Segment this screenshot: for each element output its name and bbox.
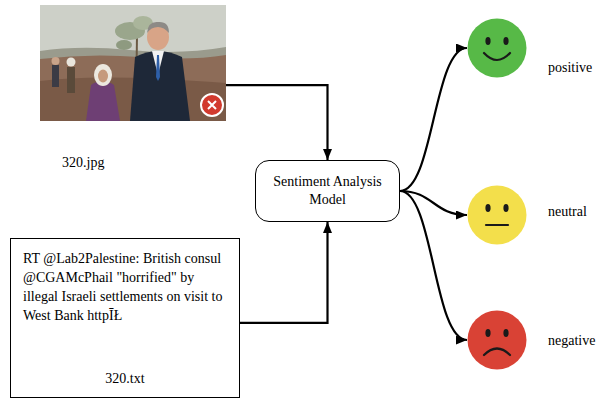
- file-name: 320.txt: [23, 371, 227, 387]
- face-disc: [468, 311, 527, 370]
- flow-arrow: [400, 191, 467, 340]
- face-mouth: [484, 53, 510, 60]
- sky: [40, 5, 226, 121]
- flow-arrow: [240, 222, 328, 323]
- model-box: Sentiment Analysis Model: [255, 160, 400, 222]
- logo-mark: [208, 101, 216, 109]
- man-hair: [147, 22, 169, 33]
- file-name: 320.jpg: [62, 155, 248, 171]
- woman-face: [98, 70, 108, 83]
- face-icon: [467, 310, 527, 370]
- model-label: Sentiment Analysis Model: [266, 173, 390, 209]
- tweet-text: RT @Lab2Palestine: British consul @CGAMc…: [23, 249, 227, 325]
- flow-arrow: [400, 48, 467, 191]
- face-disc: [468, 186, 527, 245]
- class-label: positive: [548, 60, 606, 76]
- man-tie: [156, 55, 160, 81]
- person: [52, 65, 59, 87]
- woman-scarf: [94, 64, 112, 86]
- flow-arrow: [400, 191, 467, 215]
- face-eye: [485, 37, 490, 45]
- logo-badge: [201, 94, 223, 116]
- face-mouth: [484, 349, 510, 356]
- man-suit: [130, 51, 190, 121]
- class-label: negative: [548, 333, 606, 349]
- face-eye: [503, 37, 508, 45]
- face-icon: [467, 185, 527, 245]
- photo-illustration: [40, 5, 226, 121]
- face-eye: [485, 329, 490, 337]
- face-eye: [485, 204, 490, 212]
- face-eye: [503, 329, 508, 337]
- person-head: [67, 58, 76, 67]
- sentiment-face: negative: [467, 310, 527, 370]
- image-input: 320.jpg: [40, 5, 226, 121]
- sentiment-face: neutral: [467, 185, 527, 245]
- face-icon: [467, 18, 527, 78]
- class-label: neutral: [548, 204, 606, 220]
- face-disc: [468, 19, 527, 78]
- face-eye: [503, 204, 508, 212]
- face-mouth: [486, 224, 508, 226]
- woman-dress: [86, 81, 120, 121]
- hills: [40, 47, 226, 121]
- sentiment-face: positive: [467, 18, 527, 78]
- text-input-box: RT @Lab2Palestine: British consul @CGAMc…: [10, 238, 240, 398]
- sapling-leaves: [116, 40, 132, 50]
- flow-arrow: [226, 85, 328, 160]
- person-head: [52, 57, 60, 65]
- person: [67, 67, 75, 93]
